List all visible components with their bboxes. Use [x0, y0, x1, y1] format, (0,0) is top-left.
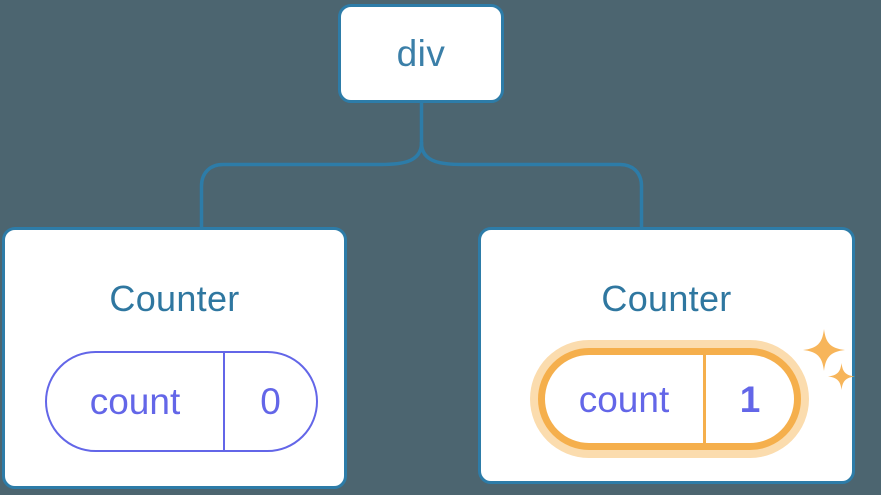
state-pill-count-left[interactable]: count 0 — [45, 351, 318, 452]
edge-to-right-child — [419, 141, 644, 230]
state-value-label: 0 — [260, 381, 281, 422]
node-div[interactable]: div — [338, 4, 504, 103]
state-key-label: count — [47, 353, 225, 450]
node-counter-left[interactable]: Counter count 0 — [2, 227, 347, 489]
node-counter-right-title: Counter — [601, 278, 732, 319]
state-pill-count-right[interactable]: count 1 — [538, 348, 801, 450]
edge-to-left-child — [199, 141, 424, 230]
sparkle-icon — [828, 363, 855, 390]
node-counter-left-title: Counter — [109, 278, 240, 319]
node-counter-right[interactable]: Counter count 1 — [478, 227, 855, 484]
node-div-label: div — [396, 33, 446, 74]
state-key-label: count — [545, 355, 706, 443]
state-value-label: 1 — [739, 378, 761, 420]
sparkle-icon — [803, 329, 845, 371]
